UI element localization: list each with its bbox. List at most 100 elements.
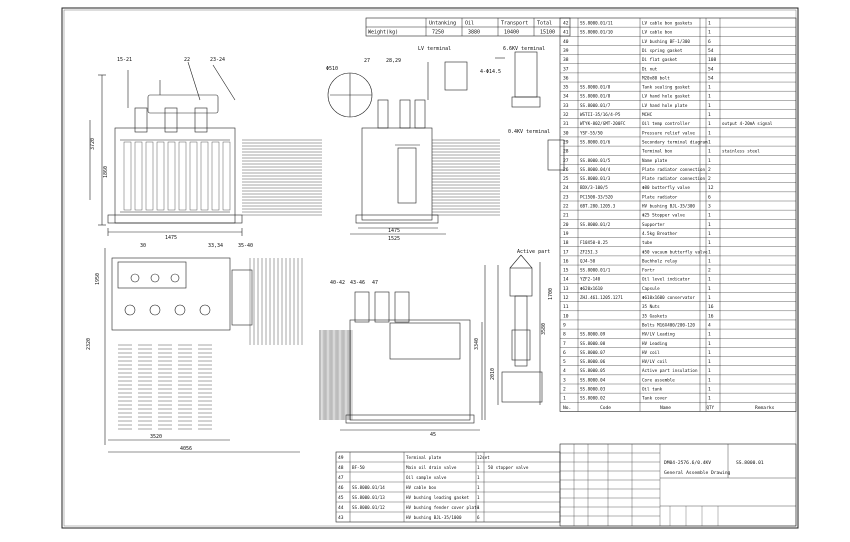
dim-1475: 1475 [165, 235, 177, 241]
dim-1525: 1525 [388, 236, 400, 242]
part-code: ZF25I.3 [580, 249, 598, 254]
part-no: 31 [563, 121, 569, 127]
bottom-part-qty: 12set [477, 455, 490, 460]
part-name: Secondary terminal diagram [642, 139, 708, 144]
part-qty: 16 [708, 304, 714, 310]
part-name: Active part insulation [642, 368, 698, 373]
label-27: 27 [364, 58, 370, 64]
part-code: SS.8000.01/1 [580, 268, 611, 273]
label-33-34: 33,34 [208, 243, 223, 249]
bottom-part-no: 46 [338, 485, 344, 491]
label-hole-callout: 4-Φ14.5 [480, 69, 501, 75]
front-view [89, 61, 322, 236]
bottom-part-name: HV bushing BJL-35/1000 [406, 515, 462, 520]
part-code: SS.8000.01/6 [580, 139, 611, 144]
part-qty: 1 [708, 21, 711, 27]
part-qty: 1 [708, 103, 711, 109]
part-remark: stainless steel [722, 149, 760, 154]
part-qty: 12 [708, 185, 714, 191]
bottom-part-qty: 1 [477, 475, 480, 480]
part-qty: 1 [708, 332, 711, 338]
part-no: 22 [563, 204, 569, 210]
part-name: Supporter [642, 222, 665, 227]
part-code: 6BT.280.1205.3 [580, 204, 616, 209]
part-code: SS.8000.01/8 [580, 94, 611, 99]
part-no: 19 [563, 231, 569, 237]
label-lv-terminal: LV terminal [418, 46, 451, 52]
bottom-part-no: 47 [338, 475, 344, 481]
part-code: SS.8000.08 [580, 341, 606, 346]
part-name: Plate radiator connection [642, 176, 706, 181]
dim-1860: 1860 [103, 166, 109, 178]
part-code: SS.8000.01/3 [580, 176, 611, 181]
label-35-40: 35-40 [238, 243, 253, 249]
part-qty: 6 [708, 194, 711, 200]
part-name: LV cable box [642, 30, 673, 35]
part-name: Core assemble [642, 377, 675, 382]
part-name: Φ25 Stopper valve [642, 213, 685, 218]
bottom-part-name: Main oil drain valve [406, 465, 457, 470]
part-name: Tank cover [642, 396, 668, 401]
bottom-part-name: Terminal plate [406, 455, 442, 460]
bottom-part-remark: 50 stopper valve [488, 465, 529, 470]
weights-value: 15100 [540, 30, 555, 36]
part-qty: 16 [708, 313, 714, 319]
part-no: 30 [563, 130, 569, 136]
label-small-terminal: 0.4KV terminal [508, 129, 550, 135]
bottom-part-qty: 1 [477, 505, 480, 510]
part-no: 10 [563, 313, 569, 319]
part-qty: 54 [708, 66, 714, 72]
bottom-part-name: HV bushing leading gasket [406, 495, 470, 500]
part-qty: 6 [708, 39, 711, 45]
section-view [319, 265, 486, 431]
dim-3340: 3340 [474, 338, 480, 350]
part-no: 36 [563, 75, 569, 81]
label-47: 47 [372, 280, 378, 286]
part-qty: 1 [708, 350, 711, 356]
part-no: 32 [563, 112, 569, 118]
part-qty: 1 [708, 85, 711, 91]
part-name: Oil level indicator [642, 277, 690, 282]
part-name: Capsule [642, 286, 660, 291]
part-qty: 1 [708, 341, 711, 347]
label-28-29: 28,29 [386, 58, 401, 64]
part-no: 16 [563, 258, 569, 264]
weights-col-header: Total [537, 21, 552, 27]
part-name: Di flat gasket [642, 57, 678, 62]
part-name: Bolts M16X400/200-120 [642, 322, 695, 327]
label-45: 45 [430, 432, 436, 438]
part-no: 38 [563, 57, 569, 63]
part-qty: 1 [708, 396, 711, 402]
part-code: Φ620x1610 [580, 286, 603, 291]
part-name: 35 Nuts [642, 304, 660, 309]
dim-1700: 1700 [548, 288, 554, 300]
bottom-part-qty: 1 [477, 495, 480, 500]
part-code: SS.8000.06 [580, 359, 606, 364]
part-name: Tank sealing gasket [642, 85, 690, 90]
part-code: SS.8000.04/4 [580, 167, 611, 172]
part-no: 35 [563, 85, 569, 91]
part-no: 8 [563, 332, 566, 338]
part-name: 35 Gaskets [642, 313, 668, 318]
part-name: Oil tank [642, 387, 663, 392]
label-15-21: 15-21 [117, 57, 132, 63]
part-qty: 1 [708, 231, 711, 237]
dim-1475b: 1475 [388, 228, 400, 234]
part-qty: 1 [708, 240, 711, 246]
part-code: SS.8000.01/2 [580, 222, 611, 227]
label-active-part: Active part [517, 249, 550, 255]
weights-value: 7250 [432, 30, 444, 36]
part-qty: 1 [708, 139, 711, 145]
bottom-part-qty: 1 [477, 465, 480, 470]
part-name: Pressure relief valve [642, 130, 695, 135]
part-code: PC1500-33/520 [580, 194, 613, 199]
part-no: 24 [563, 185, 569, 191]
title-drawing-no: SS.8000.01 [736, 460, 764, 466]
label-22: 22 [184, 57, 190, 63]
title-name: General Assemble Drawing [664, 470, 731, 476]
part-code: SS.8000.07 [580, 350, 606, 355]
part-code: SS.8000.01/10 [580, 30, 613, 35]
dim-3720: 3720 [90, 138, 96, 150]
